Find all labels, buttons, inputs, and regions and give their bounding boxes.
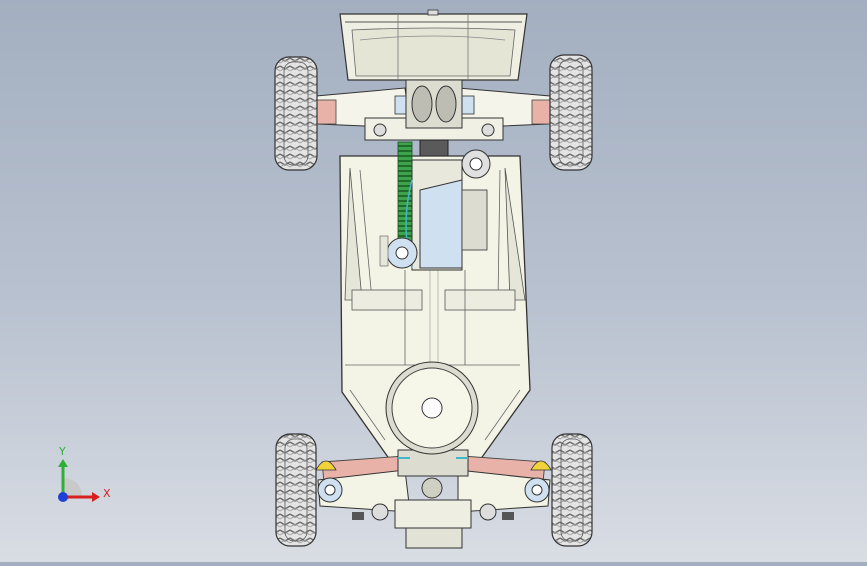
triad-z-axis-dot [58, 492, 68, 502]
coordinate-triad[interactable]: X Y [58, 445, 111, 502]
triad-y-arrow-icon [58, 459, 68, 467]
triad-plane-indicator [63, 477, 83, 497]
triad-x-arrow-icon [92, 492, 100, 502]
motor-assembly [379, 141, 491, 271]
wheel-rear-right [549, 54, 593, 171]
differential-disc [385, 361, 479, 455]
wheel-rear-left [274, 56, 318, 171]
front-suspension [315, 449, 552, 549]
wheel-front-right [551, 433, 593, 547]
triad-x-label: X [103, 487, 111, 500]
rear-suspension [315, 79, 553, 165]
triad-y-label: Y [58, 445, 66, 458]
wheel-front-left [275, 433, 317, 547]
rear-wing [339, 9, 528, 81]
